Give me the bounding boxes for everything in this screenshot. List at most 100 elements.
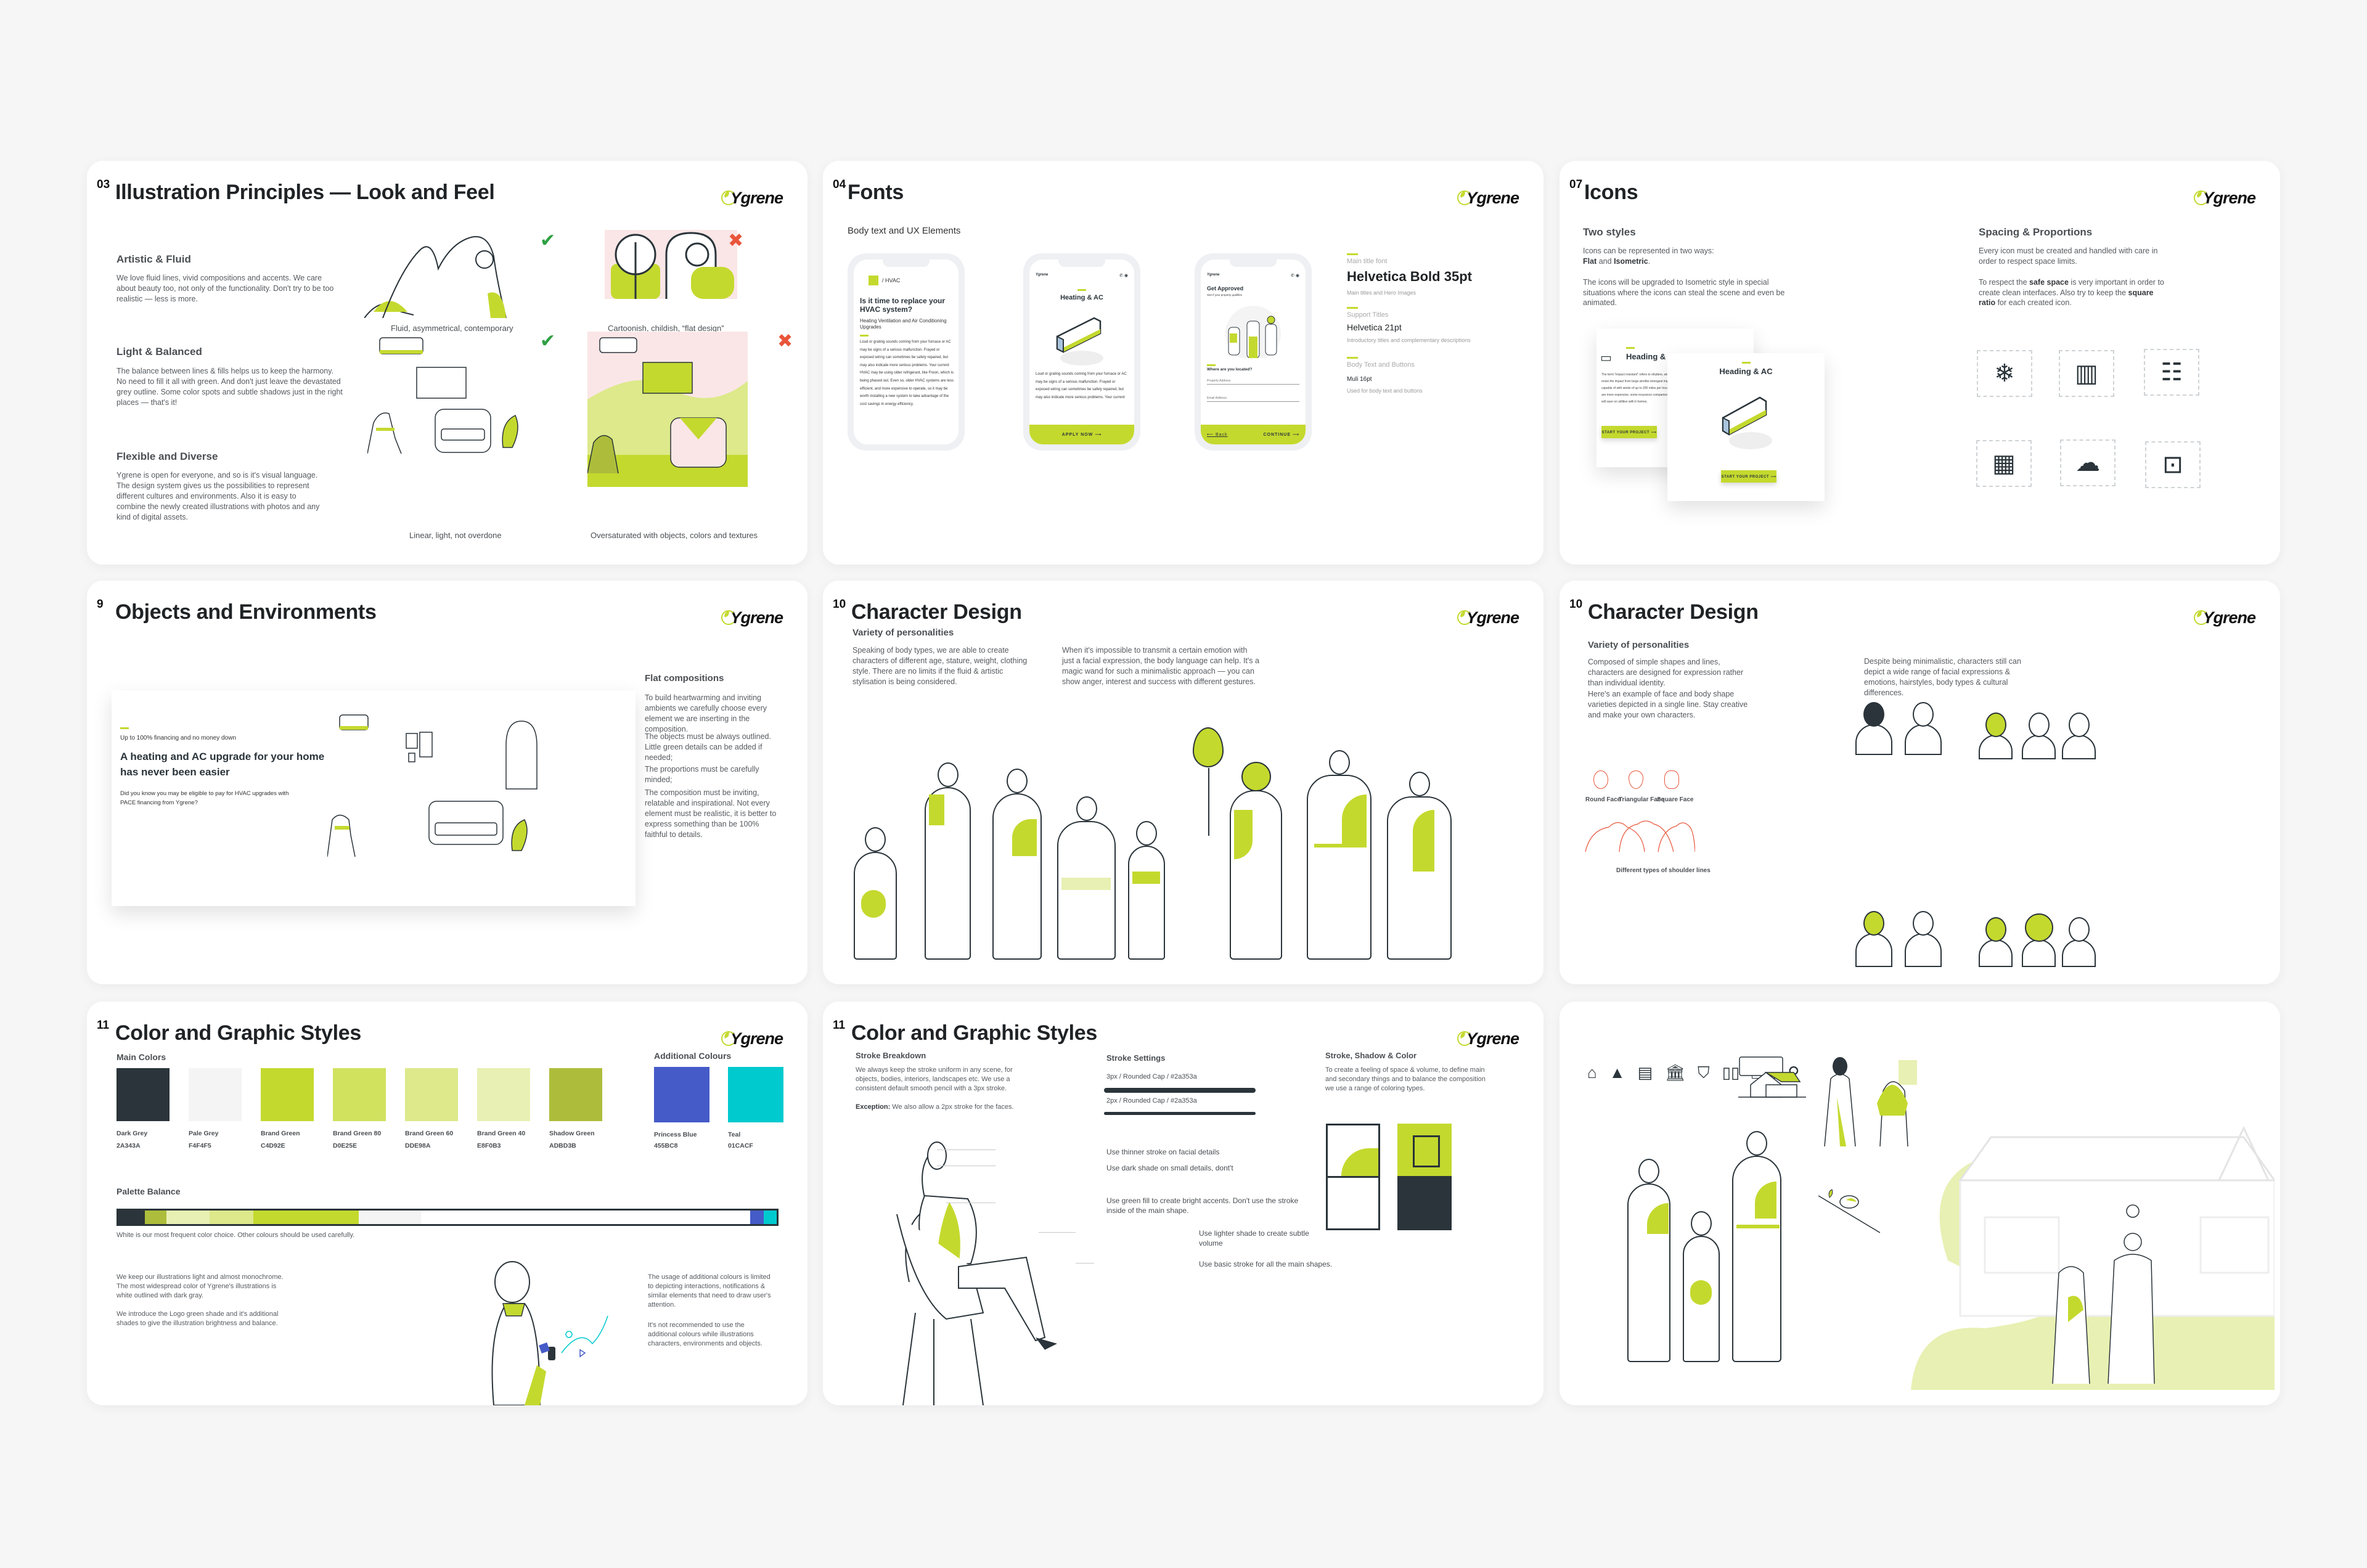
slide-character-design-bodies: 10 Character Design Ygrene Variety of pe… — [823, 581, 1543, 984]
bird-on-branch-illustration — [1818, 1189, 1880, 1233]
palette-segment — [358, 1211, 422, 1224]
property-address-input[interactable] — [1207, 378, 1299, 385]
palette-segment — [118, 1211, 145, 1224]
slide-title: Illustration Principles — Look and Feel — [115, 181, 495, 204]
slide-number: 07 — [1569, 178, 1583, 191]
banner-body: Did you know you may be eligible to pay … — [120, 790, 289, 807]
spec-desc: Used for body text and buttons — [1347, 388, 1423, 394]
swatch-brand-green-80 — [333, 1068, 386, 1121]
ygrene-logo: Ygrene — [721, 187, 783, 209]
man-with-phone-illustration — [491, 1261, 608, 1405]
slide-objects-environments: 9 Objects and Environments Ygrene Up to … — [87, 581, 807, 984]
ygrene-logo: Ygrene — [721, 1027, 783, 1050]
paint-trowel-icon: ▲ — [1609, 1063, 1625, 1082]
section-heading: Stroke, Shadow & Color — [1325, 1051, 1417, 1060]
slide-number: 11 — [97, 1019, 110, 1032]
page-subtitle: See if your property qualifies — [1207, 293, 1243, 296]
slide-title: Objects and Environments — [115, 600, 377, 624]
swatch-brand-green-60 — [405, 1068, 458, 1121]
face-label: Triangular Face — [1619, 796, 1664, 803]
example-stroke-shadow — [1326, 1124, 1380, 1178]
balance-note: White is our most frequent color choice.… — [117, 1231, 355, 1239]
apply-now-button[interactable]: APPLY NOW ⟶ — [1029, 425, 1134, 444]
stroke-2px-label: 2px / Rounded Cap / #2a353a — [1106, 1097, 1197, 1105]
character-kid-ball — [1683, 1211, 1720, 1362]
account-icon[interactable]: ✆ ◉ — [1291, 274, 1299, 278]
annotation: Use green fill to create bright accents.… — [1106, 1196, 1299, 1215]
spec-label: Body Text and Buttons — [1347, 361, 1415, 369]
brand-square — [869, 276, 878, 285]
shoulders-caption: Different types of shoulder lines — [1616, 867, 1711, 874]
spec-label: Main title font — [1347, 258, 1388, 265]
bust-man-quiff — [1905, 702, 1942, 755]
start-project-button[interactable]: START YOUR PROJECT ⟶ — [1721, 470, 1776, 483]
section-subtitle: Body text and UX Elements — [848, 226, 961, 236]
leaf-icon — [1457, 1031, 1473, 1046]
check-icon: ✔ — [540, 331, 556, 351]
email-address-input[interactable] — [1207, 395, 1299, 402]
section-heading: Flexible and Diverse — [117, 451, 218, 462]
section-body: We love fluid lines, vivid compositions … — [117, 274, 334, 303]
leaf-icon — [2194, 190, 2209, 205]
round-face-shape — [1593, 770, 1608, 789]
character-woman-bun — [925, 762, 971, 960]
mini-card-title: Heading & AC — [1719, 367, 1773, 376]
bust-woman-topknot — [2062, 917, 2096, 967]
section-heading: Main Colors — [117, 1052, 166, 1062]
character-mother — [1627, 1159, 1670, 1362]
palette-segment — [253, 1211, 359, 1224]
cross-icon: ✖ — [728, 231, 744, 251]
banner-headline: A heating and AC upgrade for your home h… — [120, 751, 325, 778]
continue-button[interactable]: CONTINUE ⟶ — [1263, 433, 1299, 437]
shoulder-lines — [1585, 820, 1695, 852]
greenhouse-icon: ⌂ — [1587, 1063, 1597, 1082]
stroke-3px-label: 3px / Rounded Cap / #2a353a — [1106, 1073, 1197, 1080]
government-building-icon: 🏛︎ — [1665, 1063, 1686, 1082]
face-label: Round Face — [1585, 796, 1621, 803]
section-heading: Flat compositions — [645, 673, 724, 684]
storm-cloud-icon: ☁ — [2060, 439, 2116, 486]
section-heading: Artistic & Fluid — [117, 253, 191, 265]
hero-headline: Is it time to replace your HVAC system? — [860, 296, 946, 314]
start-project-button[interactable]: START YOUR PROJECT ⟶ — [1601, 426, 1657, 438]
stroke-2px-sample — [1104, 1112, 1256, 1115]
slide-illustration-principles: 03 Illustration Principles — Look and Fe… — [87, 161, 807, 565]
slide-number: 10 — [1569, 598, 1583, 611]
slide-title: Character Design — [1588, 600, 1759, 624]
ygrene-logo: Ygrene — [721, 606, 783, 629]
balloon-string — [1208, 768, 1209, 836]
bust-woman-bun — [2022, 713, 2056, 759]
cartoon-illustration — [605, 230, 737, 299]
flat-paragraph: The objects must be always outlined. Lit… — [645, 732, 771, 762]
isometric-style-card: Heading & AC START YOUR PROJECT ⟶ — [1667, 353, 1825, 501]
example-outline — [1326, 1176, 1380, 1230]
back-button[interactable]: ⟵ Back — [1207, 433, 1228, 437]
notepad-icon: ▤ — [1637, 1063, 1653, 1082]
body-text: Loud or grating sounds coming from your … — [860, 340, 954, 406]
ac-icon: ❄ — [1977, 350, 2032, 397]
square-face-shape — [1664, 770, 1679, 789]
palette-segment — [421, 1211, 751, 1224]
family-house-illustration — [1911, 1125, 2275, 1390]
bust-man-green-hair — [1855, 911, 1892, 967]
color-paragraph: We keep our illustrations light and almo… — [117, 1273, 284, 1299]
section-heading: Light & Balanced — [117, 346, 202, 357]
phone-icon[interactable]: ✆ ◉ — [1119, 274, 1128, 278]
ygrene-logo: Ygrene — [2194, 187, 2256, 209]
annotation: Use lighter shade to create subtle volum… — [1199, 1229, 1309, 1248]
triangular-face-shape — [1629, 770, 1643, 789]
character-kid-ball — [854, 827, 897, 960]
palette-balance-bar — [117, 1209, 779, 1226]
slide-stroke-styles: 11 Color and Graphic Styles Ygrene Strok… — [823, 1002, 1543, 1405]
color-paragraph: We introduce the Logo green shade and it… — [117, 1310, 279, 1327]
solar-panel-icon: ▦ — [1976, 440, 2032, 487]
spec-sample: Helvetica 21pt — [1347, 322, 1402, 332]
section-heading: Two styles — [1583, 226, 1636, 238]
palette-segment — [210, 1211, 253, 1224]
section-heading: Variety of personalities — [852, 627, 954, 638]
window-icon: ▥ — [2059, 350, 2114, 397]
leaf-icon — [721, 190, 737, 205]
swatch-princess-blue — [654, 1067, 709, 1122]
isometric-ac-icon — [1056, 317, 1103, 365]
character-boy-balloon — [1128, 821, 1165, 960]
